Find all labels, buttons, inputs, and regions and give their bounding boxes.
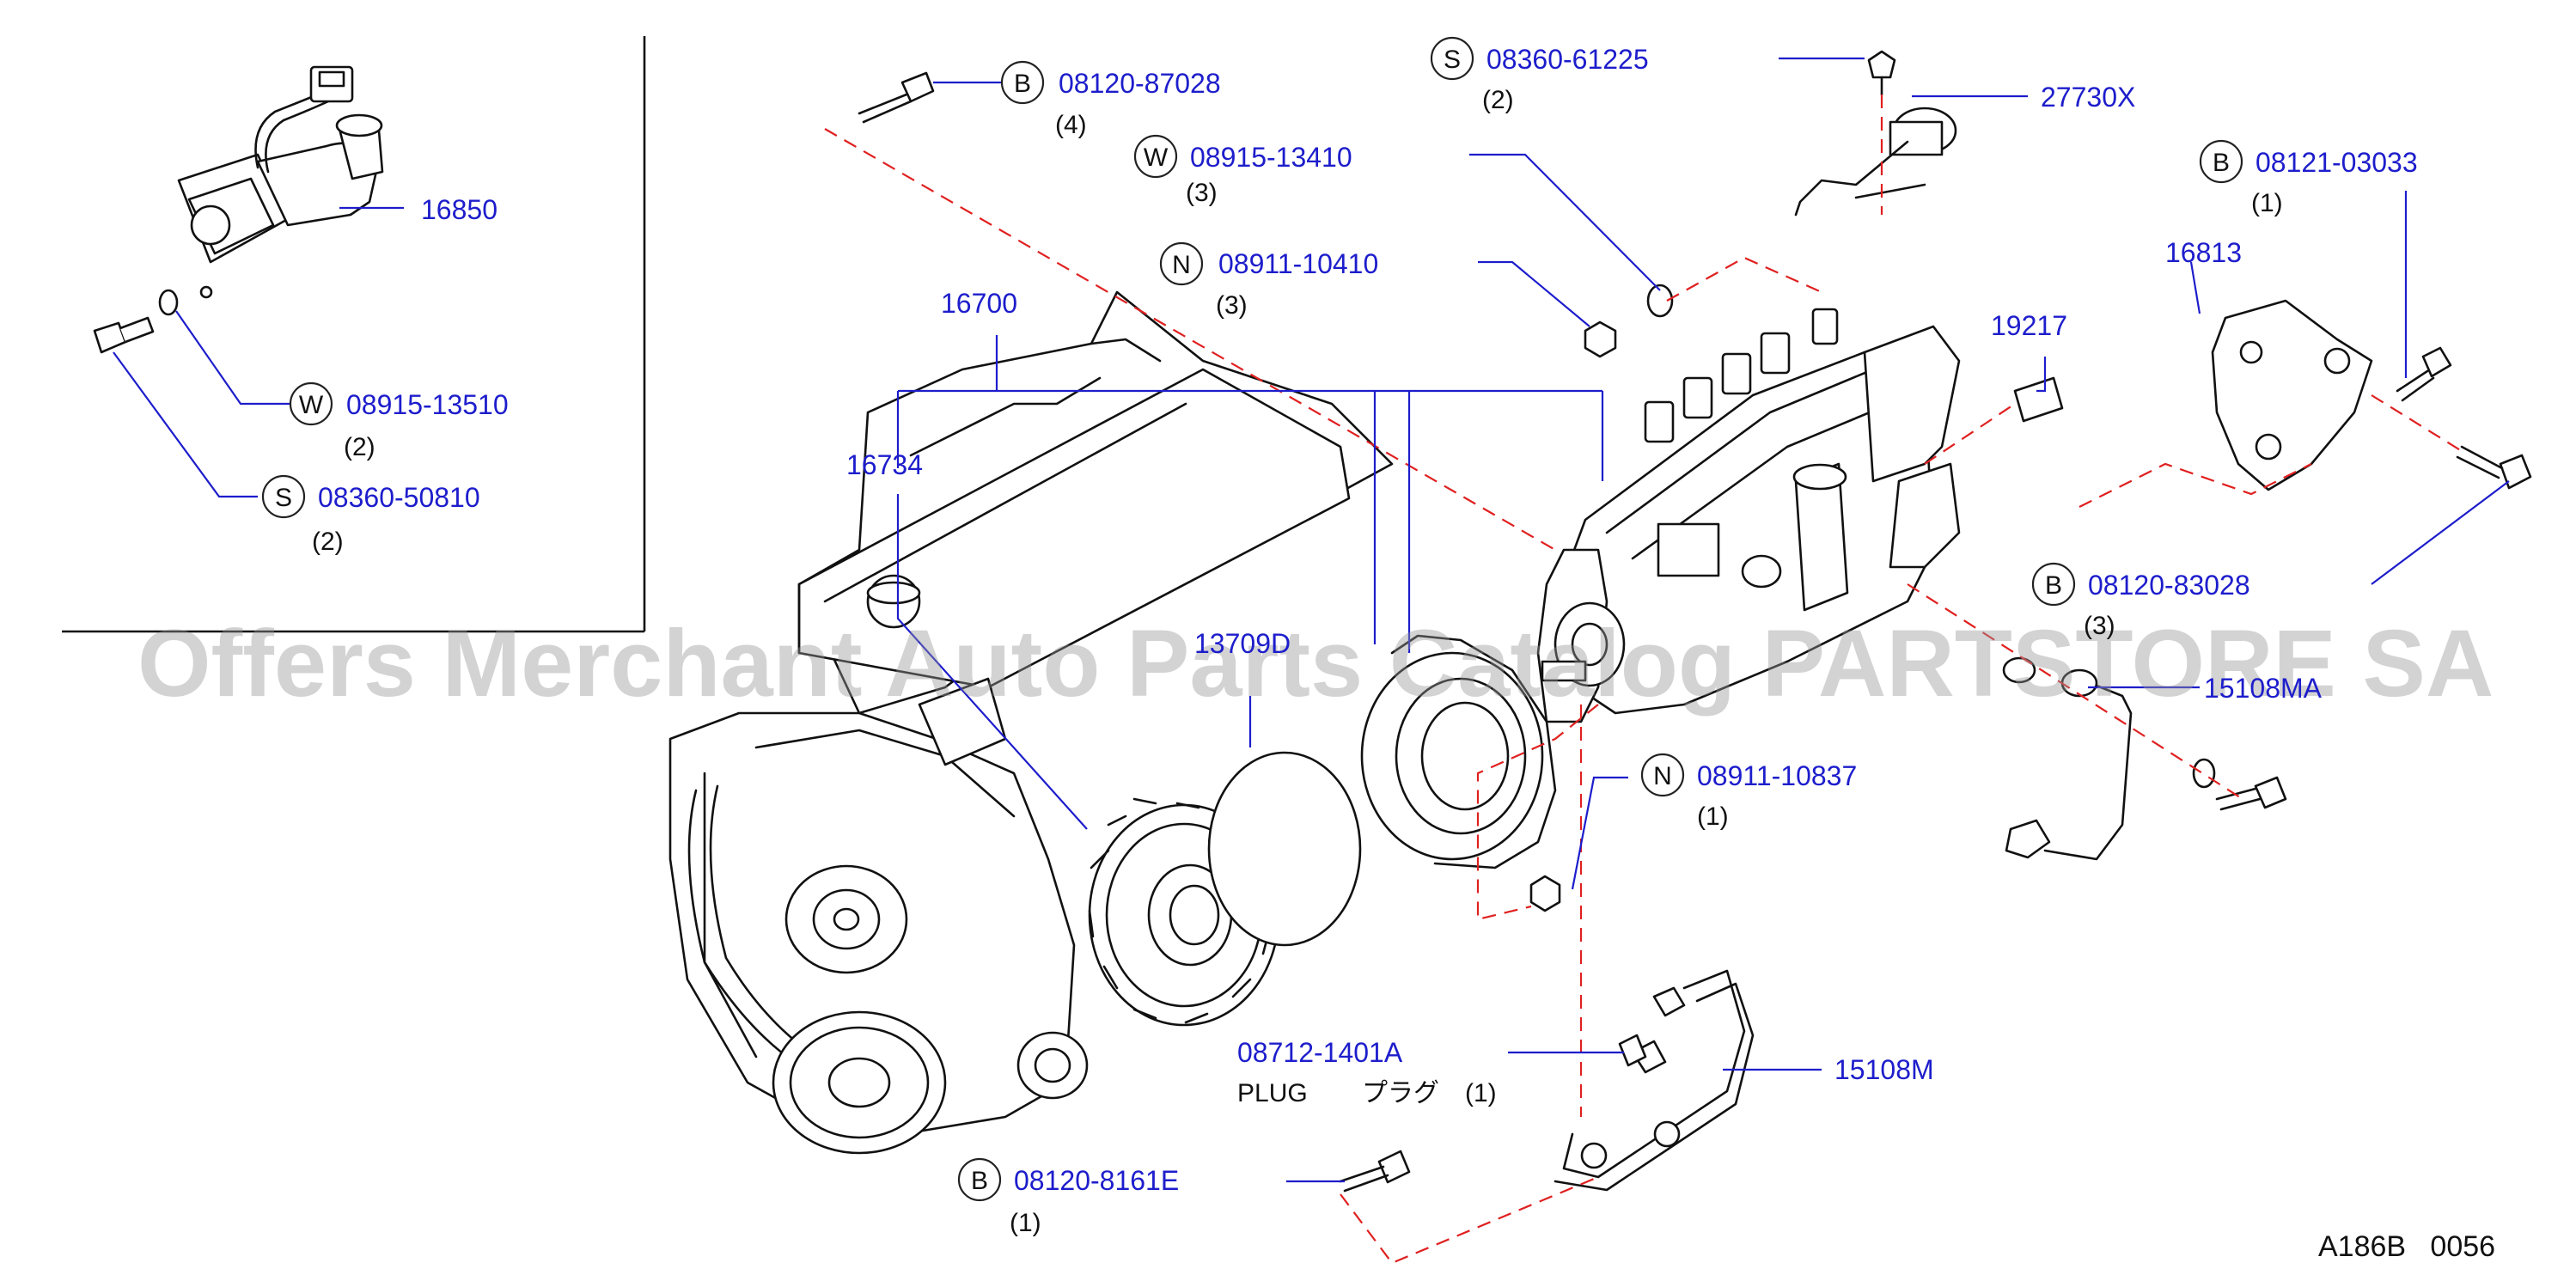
washer-08915-13410 — [1646, 284, 1674, 318]
part-label-19217[interactable]: 19217 — [1991, 310, 2067, 341]
callout-08911-10837[interactable]: N 08911-10837 (1) — [1640, 753, 1857, 831]
part-number: 08120-83028 — [2088, 570, 2250, 601]
callout-08121-03033[interactable]: B 08121-03033 (1) — [2199, 139, 2418, 217]
type-letter: B — [2213, 149, 2230, 177]
sleeve-19217 — [2013, 376, 2064, 423]
bolt-08120-8161e — [1339, 1150, 1411, 1193]
callout-08712-1401a[interactable]: 08712-1401A PLUG プラグ (1) — [1237, 1037, 1497, 1107]
type-letter: W — [299, 391, 324, 419]
leader-lines — [113, 57, 2510, 1183]
type-badge — [1159, 241, 1204, 286]
type-badge — [1430, 36, 1474, 81]
watermark: Offers Merchant Auto Parts Catalog PARTS… — [137, 611, 2494, 717]
drive-housing-drawing — [1360, 634, 1557, 869]
part-number: 08712-1401A — [1237, 1037, 1403, 1068]
solenoid-drawing — [177, 65, 384, 299]
bolt-08120-87028 — [858, 71, 935, 124]
type-letter: N — [1653, 762, 1672, 790]
callout-08915-13510[interactable]: W 08915-13510 (2) — [289, 381, 509, 461]
quantity: (1) — [1010, 1209, 1041, 1237]
quantity: (3) — [2084, 612, 2115, 640]
part-number: 08360-61225 — [1486, 44, 1649, 75]
part-number: 08911-10837 — [1697, 760, 1857, 791]
engine-block-drawing — [668, 290, 1394, 1155]
nut-08911-10837 — [1529, 875, 1561, 912]
type-badge — [1640, 753, 1685, 797]
callout-08911-10410[interactable]: N 08911-10410 (3) — [1159, 241, 1378, 320]
nut-08911-10410 — [1584, 320, 1617, 358]
quantity: (2) — [344, 433, 375, 461]
o-ring-13709d — [1207, 751, 1362, 947]
quantity: (2) — [1482, 86, 1514, 114]
type-badge — [1133, 134, 1178, 179]
inset-frame — [62, 36, 646, 633]
part-number: 08911-10410 — [1218, 248, 1378, 279]
type-letter: S — [1444, 46, 1461, 74]
stop-solenoid-27730x — [1794, 50, 1957, 217]
part-label-15108ma[interactable]: 15108MA — [2204, 673, 2323, 704]
callout-08120-8161e[interactable]: B 08120-8161E (1) — [957, 1157, 1179, 1237]
screw-08360-50810 — [93, 316, 155, 354]
type-badge — [2199, 139, 2243, 184]
assembly-guide-lines — [824, 95, 2463, 1265]
type-letter: N — [1172, 251, 1191, 279]
quantity: (4) — [1055, 111, 1087, 139]
part-description: PLUG — [1237, 1079, 1308, 1107]
part-number: 08121-03033 — [2256, 147, 2418, 178]
bolt-08121-03033 — [2396, 346, 2452, 402]
type-letter: B — [2045, 571, 2062, 600]
part-label-27730x[interactable]: 27730X — [2041, 82, 2135, 113]
part-label-16850[interactable]: 16850 — [421, 194, 497, 225]
part-number: 08360-50810 — [318, 482, 480, 513]
part-label-15108m[interactable]: 15108M — [1834, 1054, 1934, 1085]
bracket-16813 — [2211, 299, 2373, 491]
quantity: (3) — [1186, 179, 1218, 207]
type-badge — [957, 1157, 1002, 1202]
type-letter: B — [971, 1167, 988, 1195]
type-badge — [2031, 562, 2076, 607]
callout-08915-13410[interactable]: W 08915-13410 (3) — [1133, 134, 1352, 207]
diagram-code: A186B 0056 — [2318, 1230, 2495, 1263]
part-number: 08915-13510 — [346, 389, 509, 420]
washer-08915-13510 — [158, 289, 179, 316]
fuel-pipe-15108ma — [2002, 656, 2287, 861]
quantity: (2) — [312, 528, 344, 556]
callout-08120-83028[interactable]: B 08120-83028 (3) — [2031, 562, 2250, 640]
quantity: (3) — [1216, 291, 1248, 320]
bolt-right — [2456, 445, 2532, 490]
part-number: 08120-8161E — [1014, 1165, 1179, 1196]
part-label-16700[interactable]: 16700 — [941, 288, 1017, 319]
part-label-16734[interactable]: 16734 — [846, 449, 923, 480]
part-number: 08915-13410 — [1190, 142, 1352, 173]
part-label-16813[interactable]: 16813 — [2165, 237, 2242, 268]
type-letter: B — [1014, 70, 1031, 98]
callout-08360-50810[interactable]: S 08360-50810 (2) — [261, 474, 480, 556]
part-description-jp: プラグ — [1362, 1079, 1439, 1107]
fuel-pipe-15108m — [1554, 969, 1755, 1192]
quantity: (1) — [1465, 1079, 1497, 1107]
type-letter: S — [275, 484, 292, 512]
plug-08712-1401a — [1618, 1034, 1647, 1067]
quantity: (1) — [2251, 189, 2283, 217]
injection-pump-drawing — [1536, 308, 1961, 723]
part-number: 08120-87028 — [1059, 68, 1221, 99]
callout-08120-87028[interactable]: B 08120-87028 (4) — [1000, 60, 1221, 139]
type-letter: W — [1144, 143, 1169, 172]
type-badge — [289, 381, 333, 426]
callout-08360-61225[interactable]: S 08360-61225 (2) — [1430, 36, 1649, 114]
type-badge — [1000, 60, 1045, 105]
type-badge — [261, 474, 306, 519]
part-label-13709d[interactable]: 13709D — [1194, 628, 1291, 659]
quantity: (1) — [1697, 802, 1729, 831]
